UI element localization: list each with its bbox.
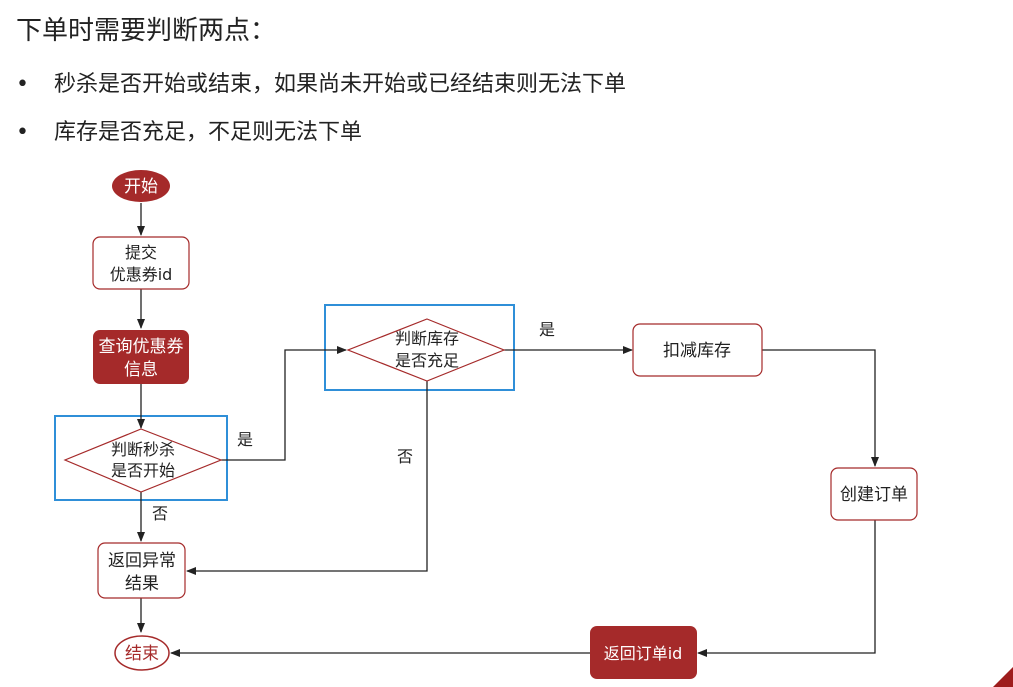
corner-decoration <box>993 667 1013 687</box>
judge-start-label-line1: 判断秒杀 <box>111 440 175 459</box>
end-node <box>114 635 170 671</box>
edge-label-stock-yes: 是 <box>539 320 555 339</box>
edge-create-return <box>697 520 876 657</box>
bullet-marker: • <box>16 120 29 145</box>
judge-stock-node <box>346 318 506 382</box>
edge-deduct-create <box>762 349 879 467</box>
return-order-label: 返回订单id <box>604 644 683 663</box>
return-error-node <box>97 542 186 599</box>
judge-stock-label-line2: 是否充足 <box>395 351 459 370</box>
deduct-label: 扣减库存 <box>663 341 731 361</box>
start-node <box>112 170 170 202</box>
edge-judge-stock-no <box>186 381 428 575</box>
end-label: 结束 <box>125 644 159 664</box>
submit-label-line1: 提交 <box>125 243 157 262</box>
edge-label-stock-no: 否 <box>397 447 413 466</box>
judge-start-label-line2: 是否开始 <box>111 461 175 480</box>
bullet-marker: • <box>16 72 29 97</box>
return-error-label-line2: 结果 <box>125 574 159 594</box>
create-order-label: 创建订单 <box>840 485 908 505</box>
edge-label-start-no: 否 <box>152 504 168 523</box>
judge-stock-highlight <box>324 304 515 391</box>
return-error-label-line1: 返回异常 <box>108 551 176 571</box>
query-label-line2: 信息 <box>124 360 158 380</box>
edge-label-start-yes: 是 <box>237 430 253 449</box>
edge-judge-start-yes <box>221 346 347 461</box>
judge-stock-label-line1: 判断库存 <box>395 329 459 348</box>
judge-start-node <box>63 428 223 493</box>
deduct-node <box>632 323 763 377</box>
submit-label-line2: 优惠券id <box>110 265 173 284</box>
return-order-node <box>590 626 697 679</box>
submit-node <box>92 236 190 290</box>
query-node <box>93 330 189 384</box>
bullet-text: 秒杀是否开始或结束，如果尚未开始或已经结束则无法下单 <box>54 72 627 97</box>
query-label-line1: 查询优惠券 <box>99 337 184 357</box>
bullet-item: • 库存是否充足，不足则无法下单 <box>16 114 362 146</box>
bullet-item: • 秒杀是否开始或结束，如果尚未开始或已经结束则无法下单 <box>16 66 626 98</box>
start-label: 开始 <box>124 177 158 197</box>
page-title: 下单时需要判断两点： <box>16 16 277 46</box>
bullet-text: 库存是否充足，不足则无法下单 <box>54 120 363 145</box>
create-order-node <box>830 467 918 521</box>
